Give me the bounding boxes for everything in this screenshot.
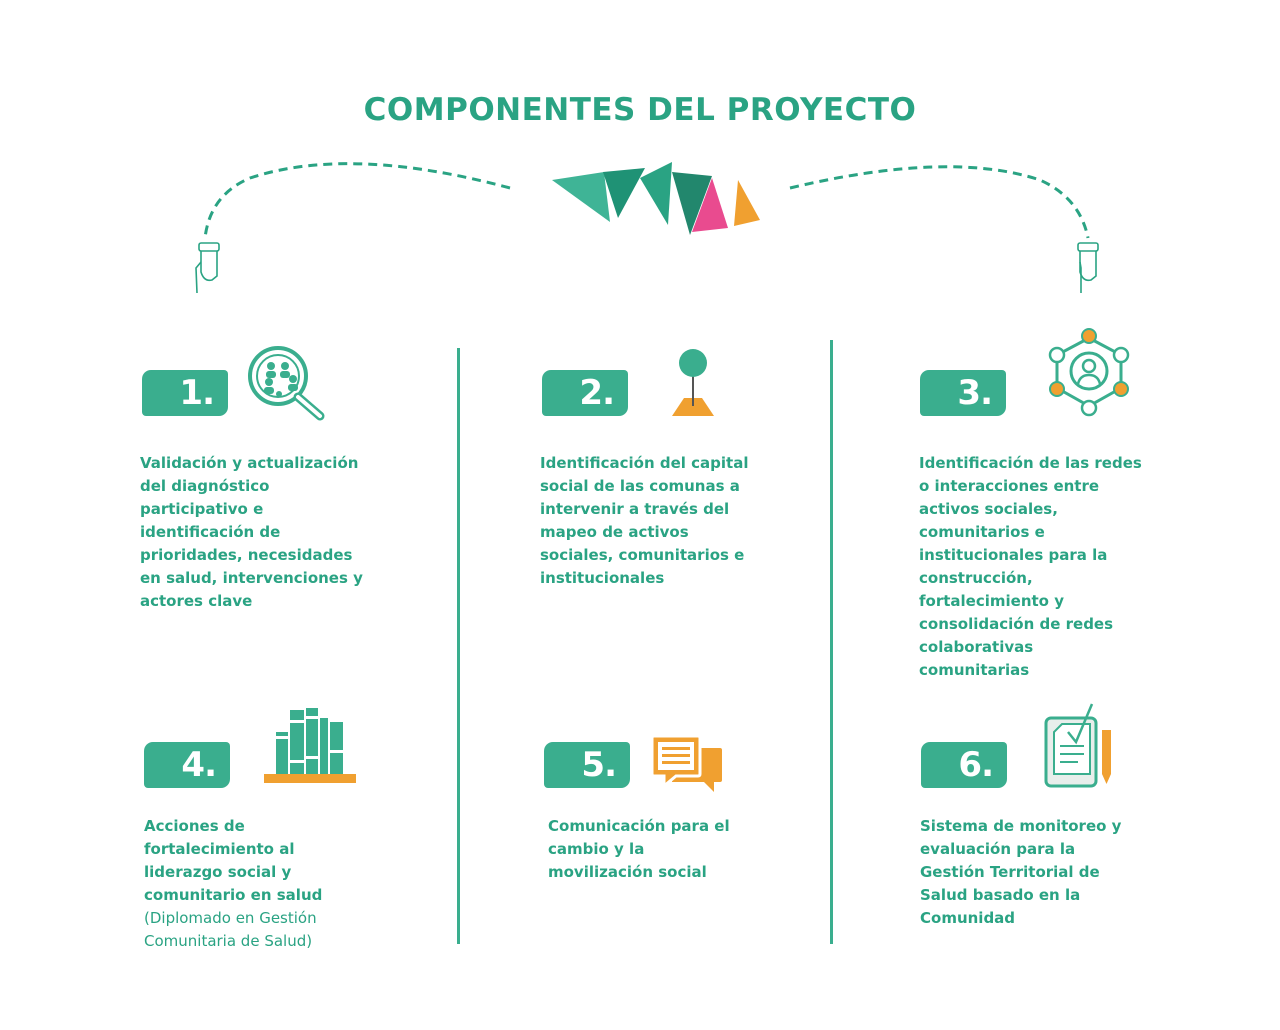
document-pencil-icon: [1044, 703, 1111, 788]
triangles-logo: [552, 162, 760, 235]
component-number-badge: 5.: [544, 742, 630, 788]
component-number-badge: 1.: [142, 370, 228, 416]
chat-bubbles-icon: [650, 734, 722, 792]
component-description: Identificación de las redes o interaccio…: [919, 454, 1142, 679]
magnifier-people-icon: [248, 346, 325, 421]
pointing-hand-icon: [1077, 242, 1099, 293]
component-description: Comunicación para el cambio y la moviliz…: [548, 817, 730, 881]
map-pin-icon: [672, 349, 714, 416]
dashed-arc-left: [203, 162, 511, 239]
header-decoration: [195, 162, 1099, 294]
page-title: COMPONENTES DEL PROYECTO: [363, 92, 917, 128]
component-note: (Diplomado en Gestión Comunitaria de Sal…: [144, 909, 317, 950]
component-description: Validación y actualización del diagnósti…: [140, 454, 363, 610]
component-number-badge: 2.: [542, 370, 628, 416]
column-divider: [830, 340, 833, 944]
component-description: Acciones de fortalecimiento al liderazgo…: [144, 815, 369, 953]
books-icon: [264, 708, 356, 783]
dashed-arc-right: [789, 165, 1090, 239]
column-divider: [457, 348, 460, 944]
network-person-icon: [1048, 328, 1130, 417]
component-number-badge: 3.: [920, 370, 1006, 416]
component-number-badge: 6.: [921, 742, 1007, 788]
component-description: Sistema de monitoreo y evaluación para l…: [920, 817, 1122, 927]
component-number-badge: 4.: [144, 742, 230, 788]
component-description: Identificación del capital social de las…: [540, 454, 749, 587]
pointing-hand-icon: [195, 242, 220, 294]
